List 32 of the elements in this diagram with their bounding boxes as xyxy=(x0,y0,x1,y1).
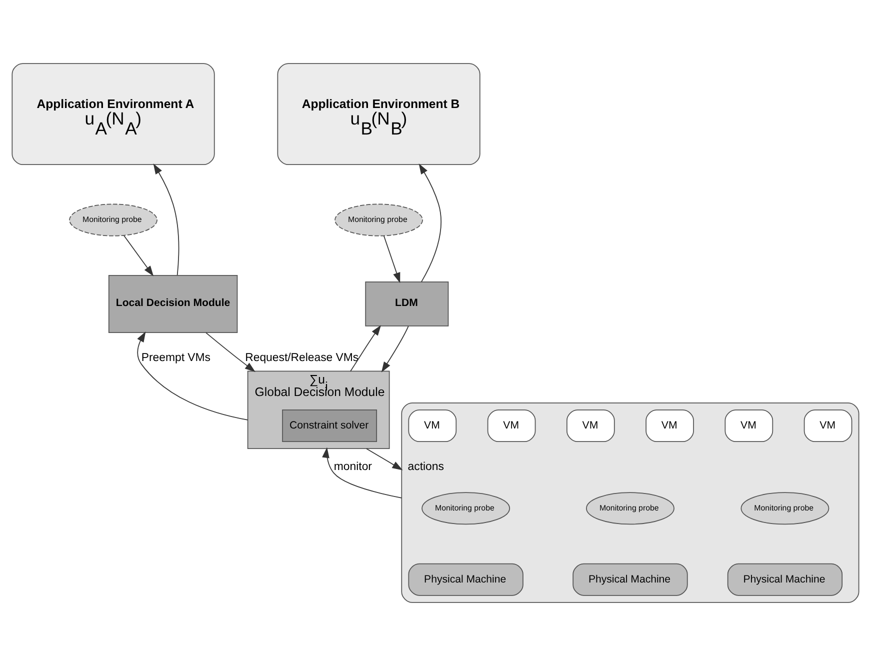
edge-label: Preempt VMs xyxy=(141,352,210,364)
arrow xyxy=(137,331,248,420)
node-box: Physical Machine xyxy=(572,562,688,596)
edge-label: Request/Release VMs xyxy=(245,352,359,364)
node-box: VM xyxy=(408,408,457,442)
node-ellipse: Monitoring probe xyxy=(69,203,158,236)
node-ellipse: Monitoring probe xyxy=(422,492,510,524)
arrow xyxy=(206,332,256,372)
node-box: VM xyxy=(804,408,852,442)
node-ellipse: Monitoring probe xyxy=(334,203,423,236)
arrow xyxy=(153,163,180,276)
node-box: VM xyxy=(724,408,774,442)
arrow xyxy=(384,235,400,283)
arrow xyxy=(124,234,154,276)
node-box: VM xyxy=(487,408,536,442)
node-box: LDM xyxy=(365,281,449,326)
edge-label: monitor xyxy=(334,460,372,473)
node-ellipse: Monitoring probe xyxy=(740,492,830,524)
node-box: VM xyxy=(646,408,694,442)
arrow xyxy=(350,324,382,372)
node-box: Physical Machine xyxy=(408,562,524,596)
cluster xyxy=(401,402,860,602)
node-box: VM xyxy=(566,408,615,442)
node-box: Physical Machine xyxy=(727,562,843,596)
arrow xyxy=(322,446,402,498)
node-ellipse: Monitoring probe xyxy=(586,492,674,524)
arrow xyxy=(418,163,442,282)
edge-label: actions xyxy=(408,460,444,473)
arrow xyxy=(381,325,409,372)
node-box: Local Decision Module xyxy=(108,274,238,332)
node-box: Constraint solver xyxy=(282,408,378,442)
arrow xyxy=(366,448,403,470)
